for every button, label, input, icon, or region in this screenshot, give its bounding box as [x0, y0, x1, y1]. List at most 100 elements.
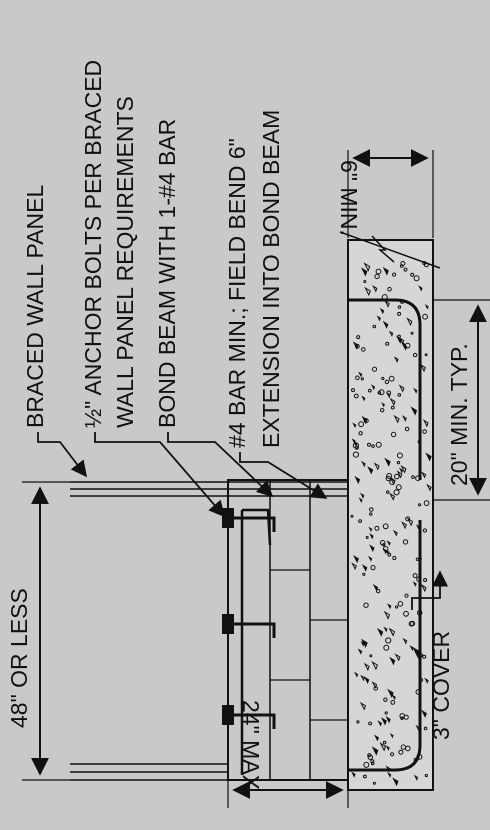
- aggregate-speck: [424, 773, 428, 778]
- aggregate-speck: [377, 391, 382, 395]
- aggregate-speck: [397, 334, 401, 339]
- aggregate-speck: [422, 313, 429, 320]
- aggregate-speck: [380, 717, 387, 726]
- aggregate-speck: [386, 391, 391, 399]
- aggregate-speck: [388, 375, 395, 382]
- aggregate-speck: [392, 272, 397, 277]
- label-3-cover: 3" COVER: [428, 630, 454, 740]
- aggregate-speck: [396, 470, 403, 479]
- aggregate-speck: [390, 700, 396, 705]
- aggregate-speck: [353, 393, 359, 399]
- label-20-min-typ: 20" MIN. TYP.: [446, 343, 472, 486]
- aggregate-speck: [370, 759, 375, 764]
- aggregate-speck: [370, 565, 376, 571]
- aggregate-speck: [404, 426, 410, 432]
- aggregate-speck: [409, 620, 416, 627]
- aggregate-speck: [412, 646, 420, 657]
- aggregate-speck: [360, 674, 365, 682]
- anchor-bolt-2: [222, 614, 276, 638]
- aggregate-speck: [377, 720, 383, 727]
- aggregate-speck: [372, 284, 378, 293]
- leader-braced-wall: [37, 432, 87, 478]
- aggregate-speck: [391, 694, 396, 701]
- aggregate-speck: [362, 572, 366, 576]
- aggregate-speck: [409, 645, 414, 651]
- aggregate-speck: [412, 581, 417, 587]
- aggregate-speck: [385, 715, 391, 724]
- aggregate-speck: [378, 389, 385, 396]
- aggregate-speck: [382, 523, 389, 530]
- label-24-max: 24" MAX.: [238, 700, 264, 797]
- aggregate-speck: [361, 460, 366, 468]
- aggregate-speck: [398, 337, 405, 345]
- aggregate-speck: [387, 771, 392, 778]
- aggregate-speck: [424, 353, 428, 357]
- aggregate-speck: [387, 688, 394, 698]
- aggregate-speck: [393, 356, 399, 363]
- aggregate-speck: [383, 644, 390, 651]
- aggregate-speck: [389, 397, 396, 407]
- aggregate-speck: [420, 583, 427, 593]
- aggregate-speck: [371, 366, 378, 372]
- anchor-bolt-1: [222, 508, 276, 532]
- aggregate-speck: [394, 653, 401, 662]
- dowel-bend: [242, 508, 272, 546]
- aggregate-speck: [360, 638, 368, 648]
- aggregate-speck: [384, 300, 390, 308]
- aggregate-speck: [425, 452, 432, 462]
- aggregate-speck: [418, 285, 423, 292]
- aggregate-speck: [387, 552, 392, 557]
- aggregate-speck: [361, 564, 368, 572]
- aggregate-speck: [397, 601, 404, 607]
- aggregate-speck: [359, 701, 367, 711]
- aggregate-speck: [360, 267, 368, 277]
- label-anchor-bolts-1: ½" ANCHOR BOLTS PER BRACED: [80, 59, 106, 428]
- break-symbol: [371, 235, 395, 263]
- aggregate-speck: [363, 761, 370, 768]
- label-bar-2: EXTENSION INTO BOND BEAM: [258, 109, 284, 448]
- aggregate-speck: [388, 330, 394, 337]
- leader-anchor-bolts: [94, 432, 226, 518]
- aggregate-speck: [371, 660, 379, 671]
- aggregate-speck: [426, 483, 432, 492]
- aggregate-speck: [389, 476, 396, 486]
- label-6-min: 6" MIN.: [336, 160, 362, 236]
- aggregate-speck: [404, 342, 411, 349]
- leader-bond-beam: [167, 432, 274, 498]
- aggregate-speck: [402, 539, 409, 545]
- aggregate-speck: [356, 720, 360, 724]
- aggregate-speck: [365, 536, 369, 539]
- aggregate-speck: [351, 771, 356, 778]
- aggregate-speck: [382, 740, 387, 745]
- aggregate-speck: [382, 320, 389, 329]
- aggregate-speck: [383, 697, 388, 702]
- aggregate-speck: [410, 272, 415, 277]
- aggregate-speck: [367, 555, 373, 562]
- aggregate-speck: [350, 514, 354, 518]
- aggregate-speck: [367, 466, 374, 475]
- aggregate-speck: [382, 266, 389, 276]
- aggregate-speck: [360, 377, 364, 381]
- aggregate-speck: [370, 761, 375, 766]
- aggregate-speck: [363, 774, 367, 779]
- aggregate-speck: [397, 305, 402, 309]
- aggregate-speck: [394, 473, 400, 480]
- aggregate-speck: [373, 462, 380, 471]
- aggregate-speck: [360, 640, 365, 647]
- aggregate-speck: [361, 395, 366, 402]
- aggregate-speck: [358, 497, 363, 504]
- aggregate-speck: [411, 475, 415, 479]
- aggregate-speck: [423, 500, 430, 507]
- aggregate-speck: [422, 654, 427, 659]
- aggregate-speck: [382, 546, 389, 552]
- aggregate-speck: [402, 637, 408, 645]
- aggregate-speck: [363, 602, 369, 608]
- aggregate-speck: [371, 746, 379, 756]
- aggregate-speck: [410, 406, 418, 416]
- aggregate-speck: [406, 317, 413, 327]
- aggregate-speck: [367, 442, 371, 447]
- aggregate-speck: [369, 512, 373, 516]
- aggregate-speck: [395, 484, 402, 491]
- aggregate-speck: [355, 343, 360, 349]
